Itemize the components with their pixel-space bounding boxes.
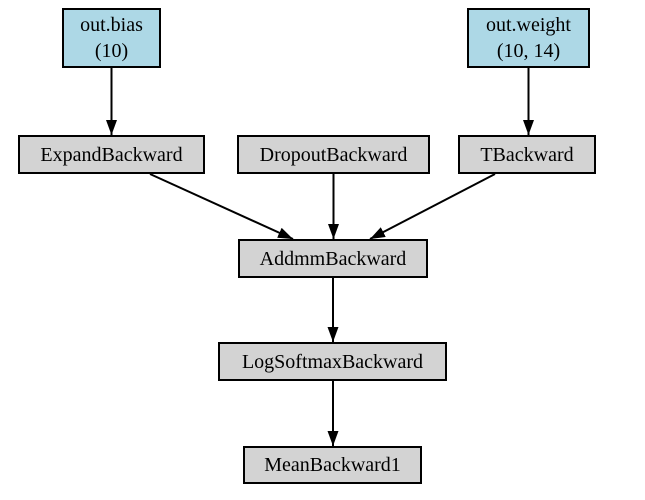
node-t-backward-label: TBackward	[480, 143, 574, 166]
node-addmm-backward: AddmmBackward	[238, 239, 428, 278]
node-out-weight-label: out.weight	[486, 14, 571, 36]
node-t-backward: TBackward	[458, 135, 596, 174]
node-out-bias-shape: (10)	[94, 40, 129, 62]
node-dropout-backward-label: DropoutBackward	[259, 143, 408, 166]
node-expand-backward-label: ExpandBackward	[40, 143, 183, 166]
node-logsoftmax-backward: LogSoftmaxBackward	[218, 342, 447, 381]
node-out-weight-shape: (10, 14)	[496, 40, 561, 62]
node-out-weight: out.weight (10, 14)	[467, 8, 590, 68]
node-out-bias: out.bias (10)	[62, 8, 161, 68]
edge-expandbackward-to-addmmbackward	[149, 173, 294, 240]
node-logsoftmax-backward-label: LogSoftmaxBackward	[241, 350, 424, 373]
node-dropout-backward: DropoutBackward	[237, 135, 430, 174]
node-out-bias-label: out.bias	[80, 14, 143, 36]
node-expand-backward: ExpandBackward	[18, 135, 205, 174]
node-mean-backward1: MeanBackward1	[243, 446, 422, 484]
node-mean-backward1-label: MeanBackward1	[264, 454, 401, 476]
node-addmm-backward-label: AddmmBackward	[259, 247, 407, 270]
edge-tbackward-to-addmmbackward	[369, 173, 496, 240]
